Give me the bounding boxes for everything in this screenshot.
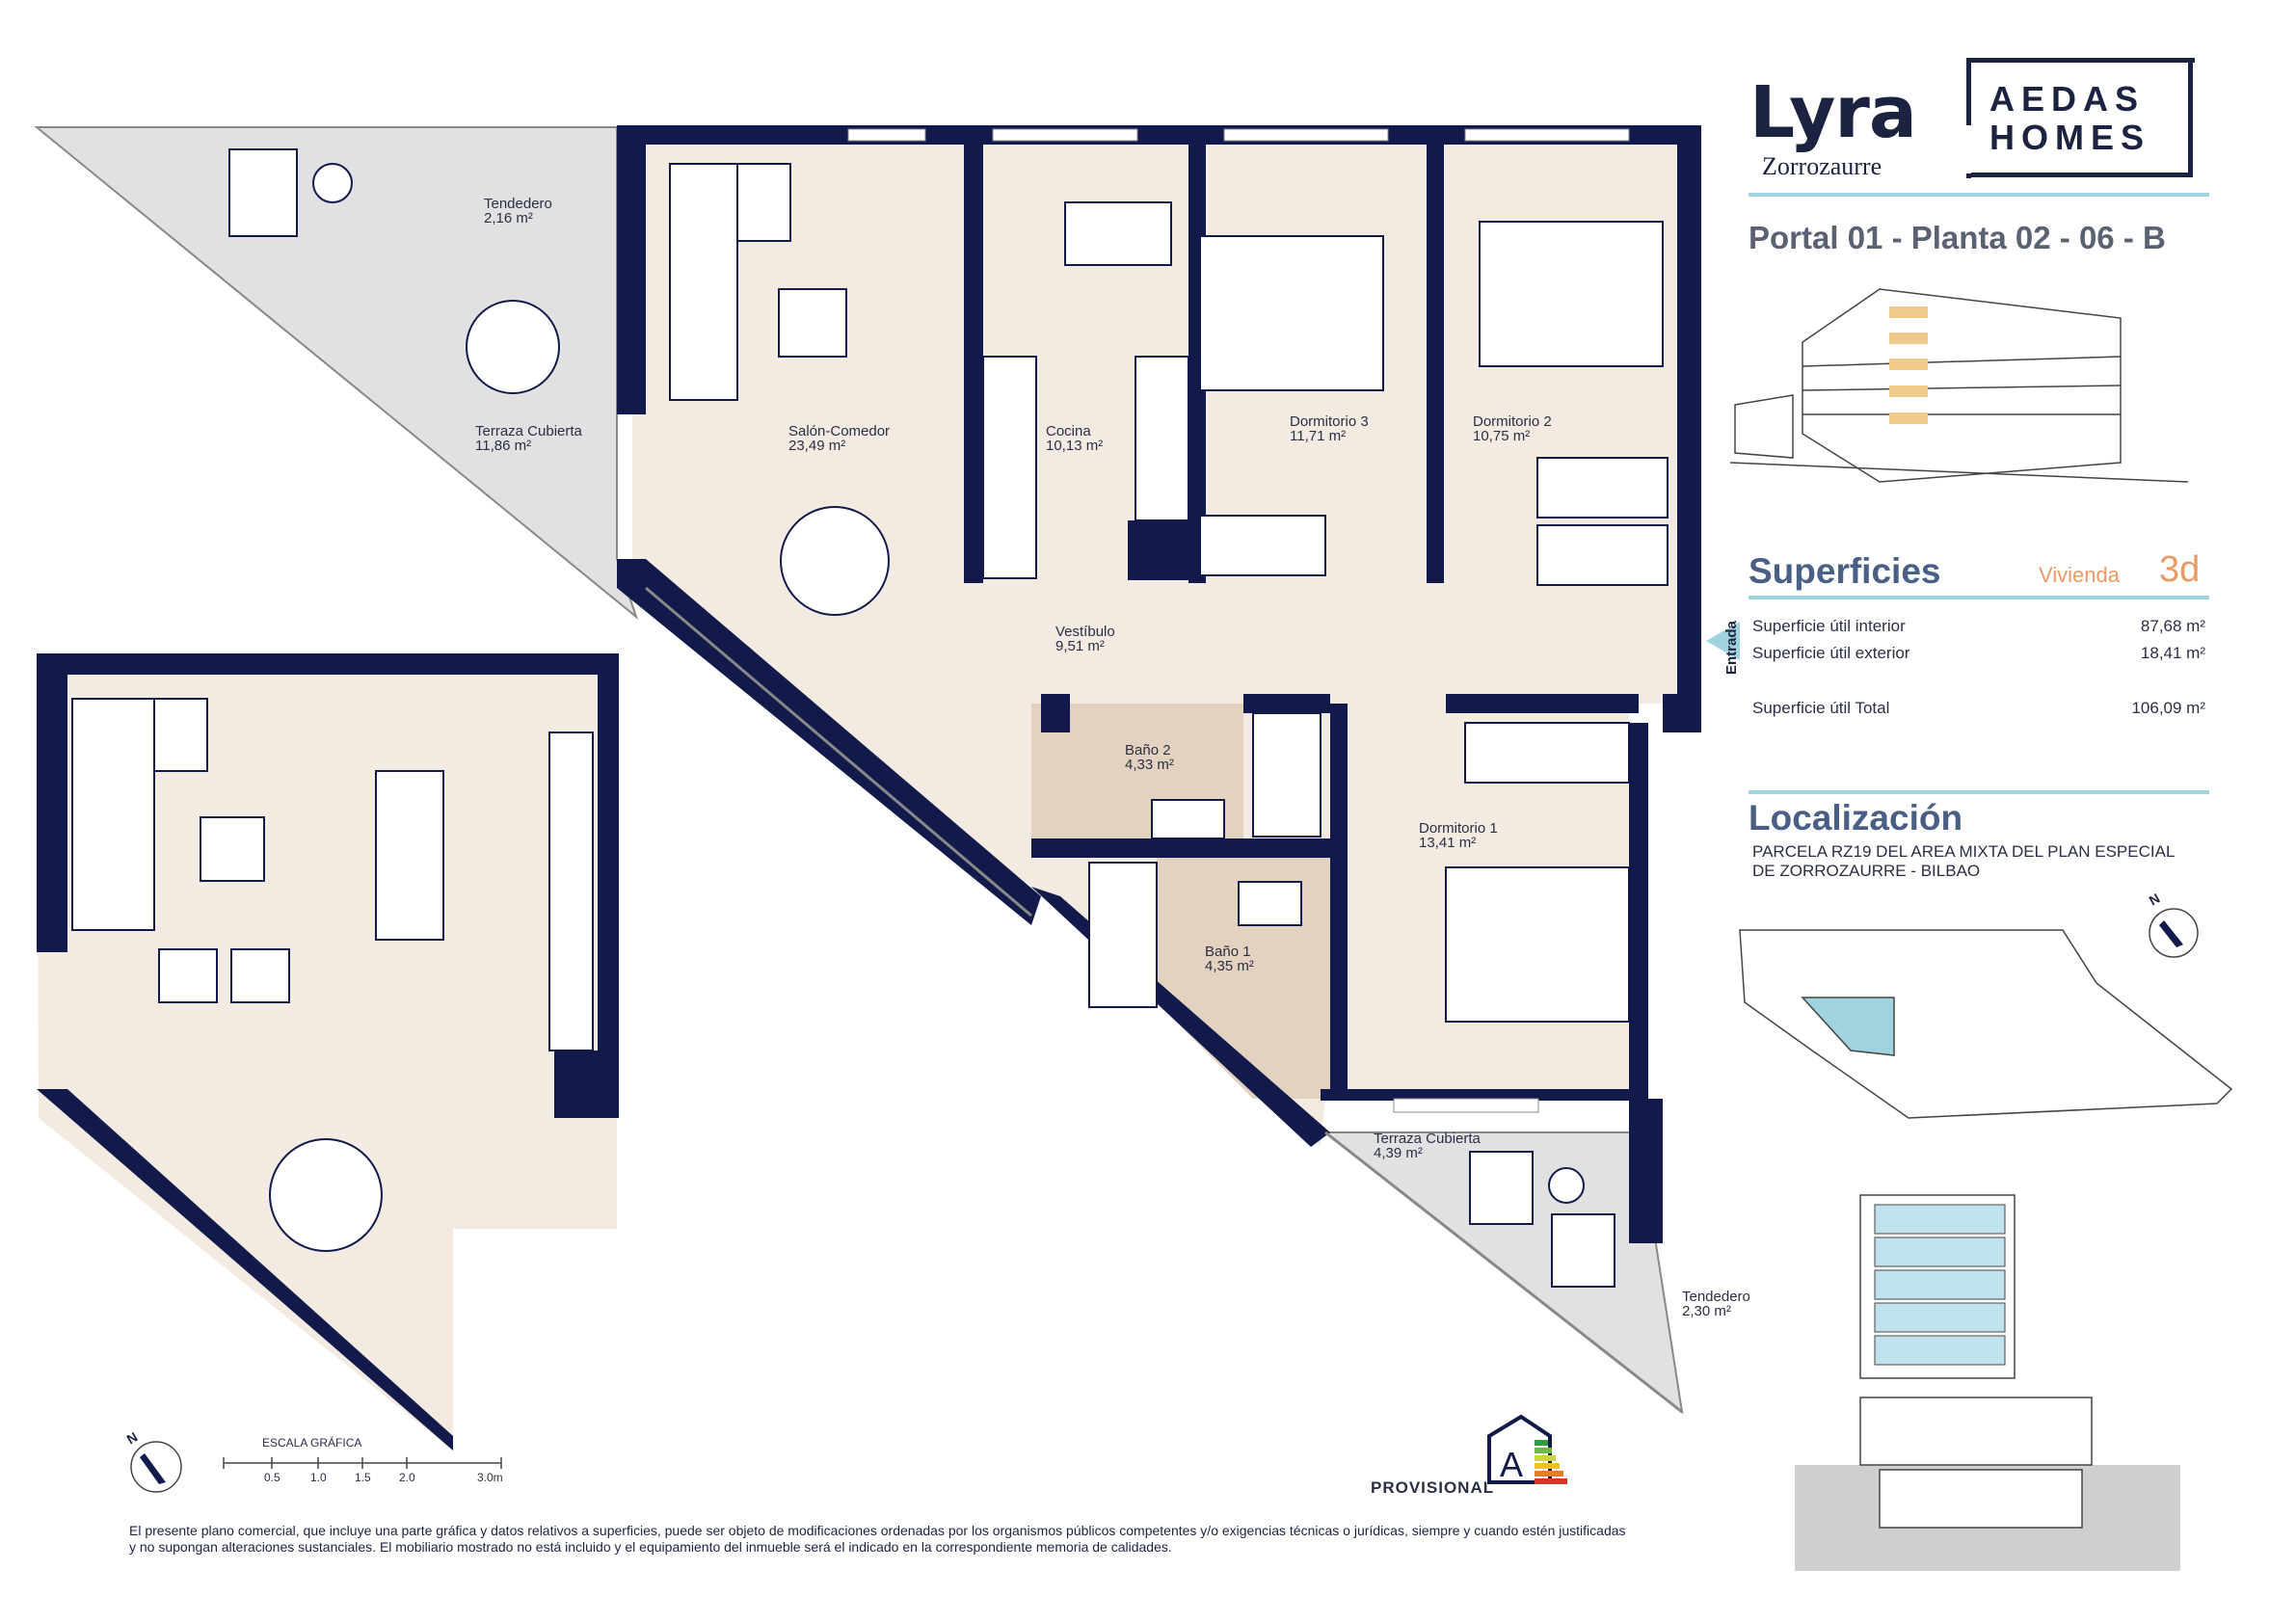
energy-label-icon: A (1487, 1414, 1567, 1484)
company-line1: AEDAS (1989, 79, 2146, 119)
disclaimer: El presente plano comercial, que incluye… (129, 1523, 1626, 1555)
surface-label: Superficie útil Total (1752, 699, 1890, 717)
project-name: Lyra (1749, 71, 1917, 154)
furniture-terrace (228, 148, 1615, 1288)
surface-value: 106,09 m² (2131, 699, 2205, 717)
apartment-floor (632, 145, 1677, 1147)
scale-tick: 1.5 (355, 1471, 371, 1484)
room-name: Terraza Cubierta (1374, 1131, 1482, 1147)
company-line2: HOMES (1989, 118, 2151, 157)
room-area: 10,75 m² (1473, 428, 1530, 444)
room-area: 4,33 m² (1125, 757, 1174, 773)
furniture-main (669, 163, 1669, 1023)
windows-top (847, 128, 1630, 1113)
scale-tick: 3.0m (477, 1471, 503, 1484)
divider (1749, 193, 2209, 197)
district-name: Zorrozaurre (1762, 152, 1882, 180)
room-name: Dormitorio 2 (1473, 413, 1552, 430)
room-name: Baño 2 (1125, 742, 1171, 758)
location-line: DE ZORROZAURRE - BILBAO (1752, 862, 1981, 880)
walls-alt (37, 653, 619, 1450)
location-heading: Localización (1749, 798, 1963, 838)
unit-type-label: Vivienda (2039, 563, 2120, 587)
unit-type-value: 3d (2159, 549, 2201, 590)
scale-tick: 2.0 (399, 1471, 415, 1484)
location-line: PARCELA RZ19 DEL AREA MIXTA DEL PLAN ESP… (1752, 842, 2176, 861)
scale-title: ESCALA GRÁFICA (262, 1436, 362, 1450)
room-area: 10,13 m² (1046, 438, 1103, 454)
room-name: Terraza Cubierta (475, 423, 583, 439)
building-sketch-balconies (1889, 306, 1928, 424)
room-area: 11,86 m² (475, 438, 531, 454)
furniture-alt (71, 698, 594, 1252)
terrace-edge (1324, 1131, 1683, 1414)
surface-label: Superficie útil interior (1752, 617, 1906, 635)
location-text: PARCELA RZ19 DEL AREA MIXTA DEL PLAN ESP… (1752, 842, 2175, 881)
entrance-arrow-icon (1706, 622, 1740, 660)
room-area: 2,30 m² (1682, 1303, 1731, 1319)
room-name: Tendedero (1682, 1289, 1750, 1305)
location-map (1739, 929, 2233, 1119)
surface-row: Superficie útil exterior 18,41 m² (1752, 644, 2205, 663)
room-area: 9,51 m² (1055, 638, 1105, 654)
unit-title: Portal 01 - Planta 02 - 06 - B (1749, 220, 2166, 255)
room-name: Tendedero (484, 196, 552, 212)
scale-tick: 1.0 (310, 1471, 327, 1484)
surface-row: Superficie útil Total 106,09 m² (1752, 699, 2205, 718)
surface-value: 18,41 m² (2140, 644, 2205, 662)
room-name: Baño 1 (1205, 944, 1251, 960)
surface-value: 87,68 m² (2140, 617, 2205, 635)
building-sketch (1729, 288, 2189, 483)
section-diagram (1795, 1194, 2180, 1571)
location-compass-icon (2149, 908, 2199, 958)
surface-label: Superficie útil exterior (1752, 644, 1910, 662)
room-name: Dormitorio 1 (1419, 820, 1498, 837)
room-name: Salón-Comedor (788, 423, 890, 439)
room-area: 11,71 m² (1290, 428, 1346, 444)
divider (1749, 790, 2209, 794)
room-area: 13,41 m² (1419, 835, 1476, 851)
room-area: 4,39 m² (1374, 1145, 1423, 1161)
room-area: 23,49 m² (788, 438, 845, 454)
divider (1749, 596, 2209, 599)
room-area: 4,35 m² (1205, 958, 1254, 974)
room-name: Vestíbulo (1055, 624, 1115, 640)
energy-status: PROVISIONAL (1371, 1478, 1495, 1497)
entrance-label: Entrada (1723, 621, 1740, 675)
room-name: Dormitorio 3 (1290, 413, 1369, 430)
surfaces-heading: Superficies (1749, 551, 1941, 591)
room-name: Cocina (1046, 423, 1091, 439)
scale-bar (223, 1457, 502, 1469)
plan-compass-icon (130, 1441, 182, 1493)
glazing-diagonal (645, 586, 1032, 918)
energy-rating: A (1500, 1445, 1523, 1484)
room-area: 2,16 m² (484, 210, 533, 226)
surface-row: Superficie útil interior 87,68 m² (1752, 617, 2205, 636)
scale-tick: 0.5 (264, 1471, 280, 1484)
room-labels: Tendedero 2,16 m² Terraza Cubierta 11,86… (475, 196, 1750, 1319)
alt-floor (37, 655, 617, 1450)
